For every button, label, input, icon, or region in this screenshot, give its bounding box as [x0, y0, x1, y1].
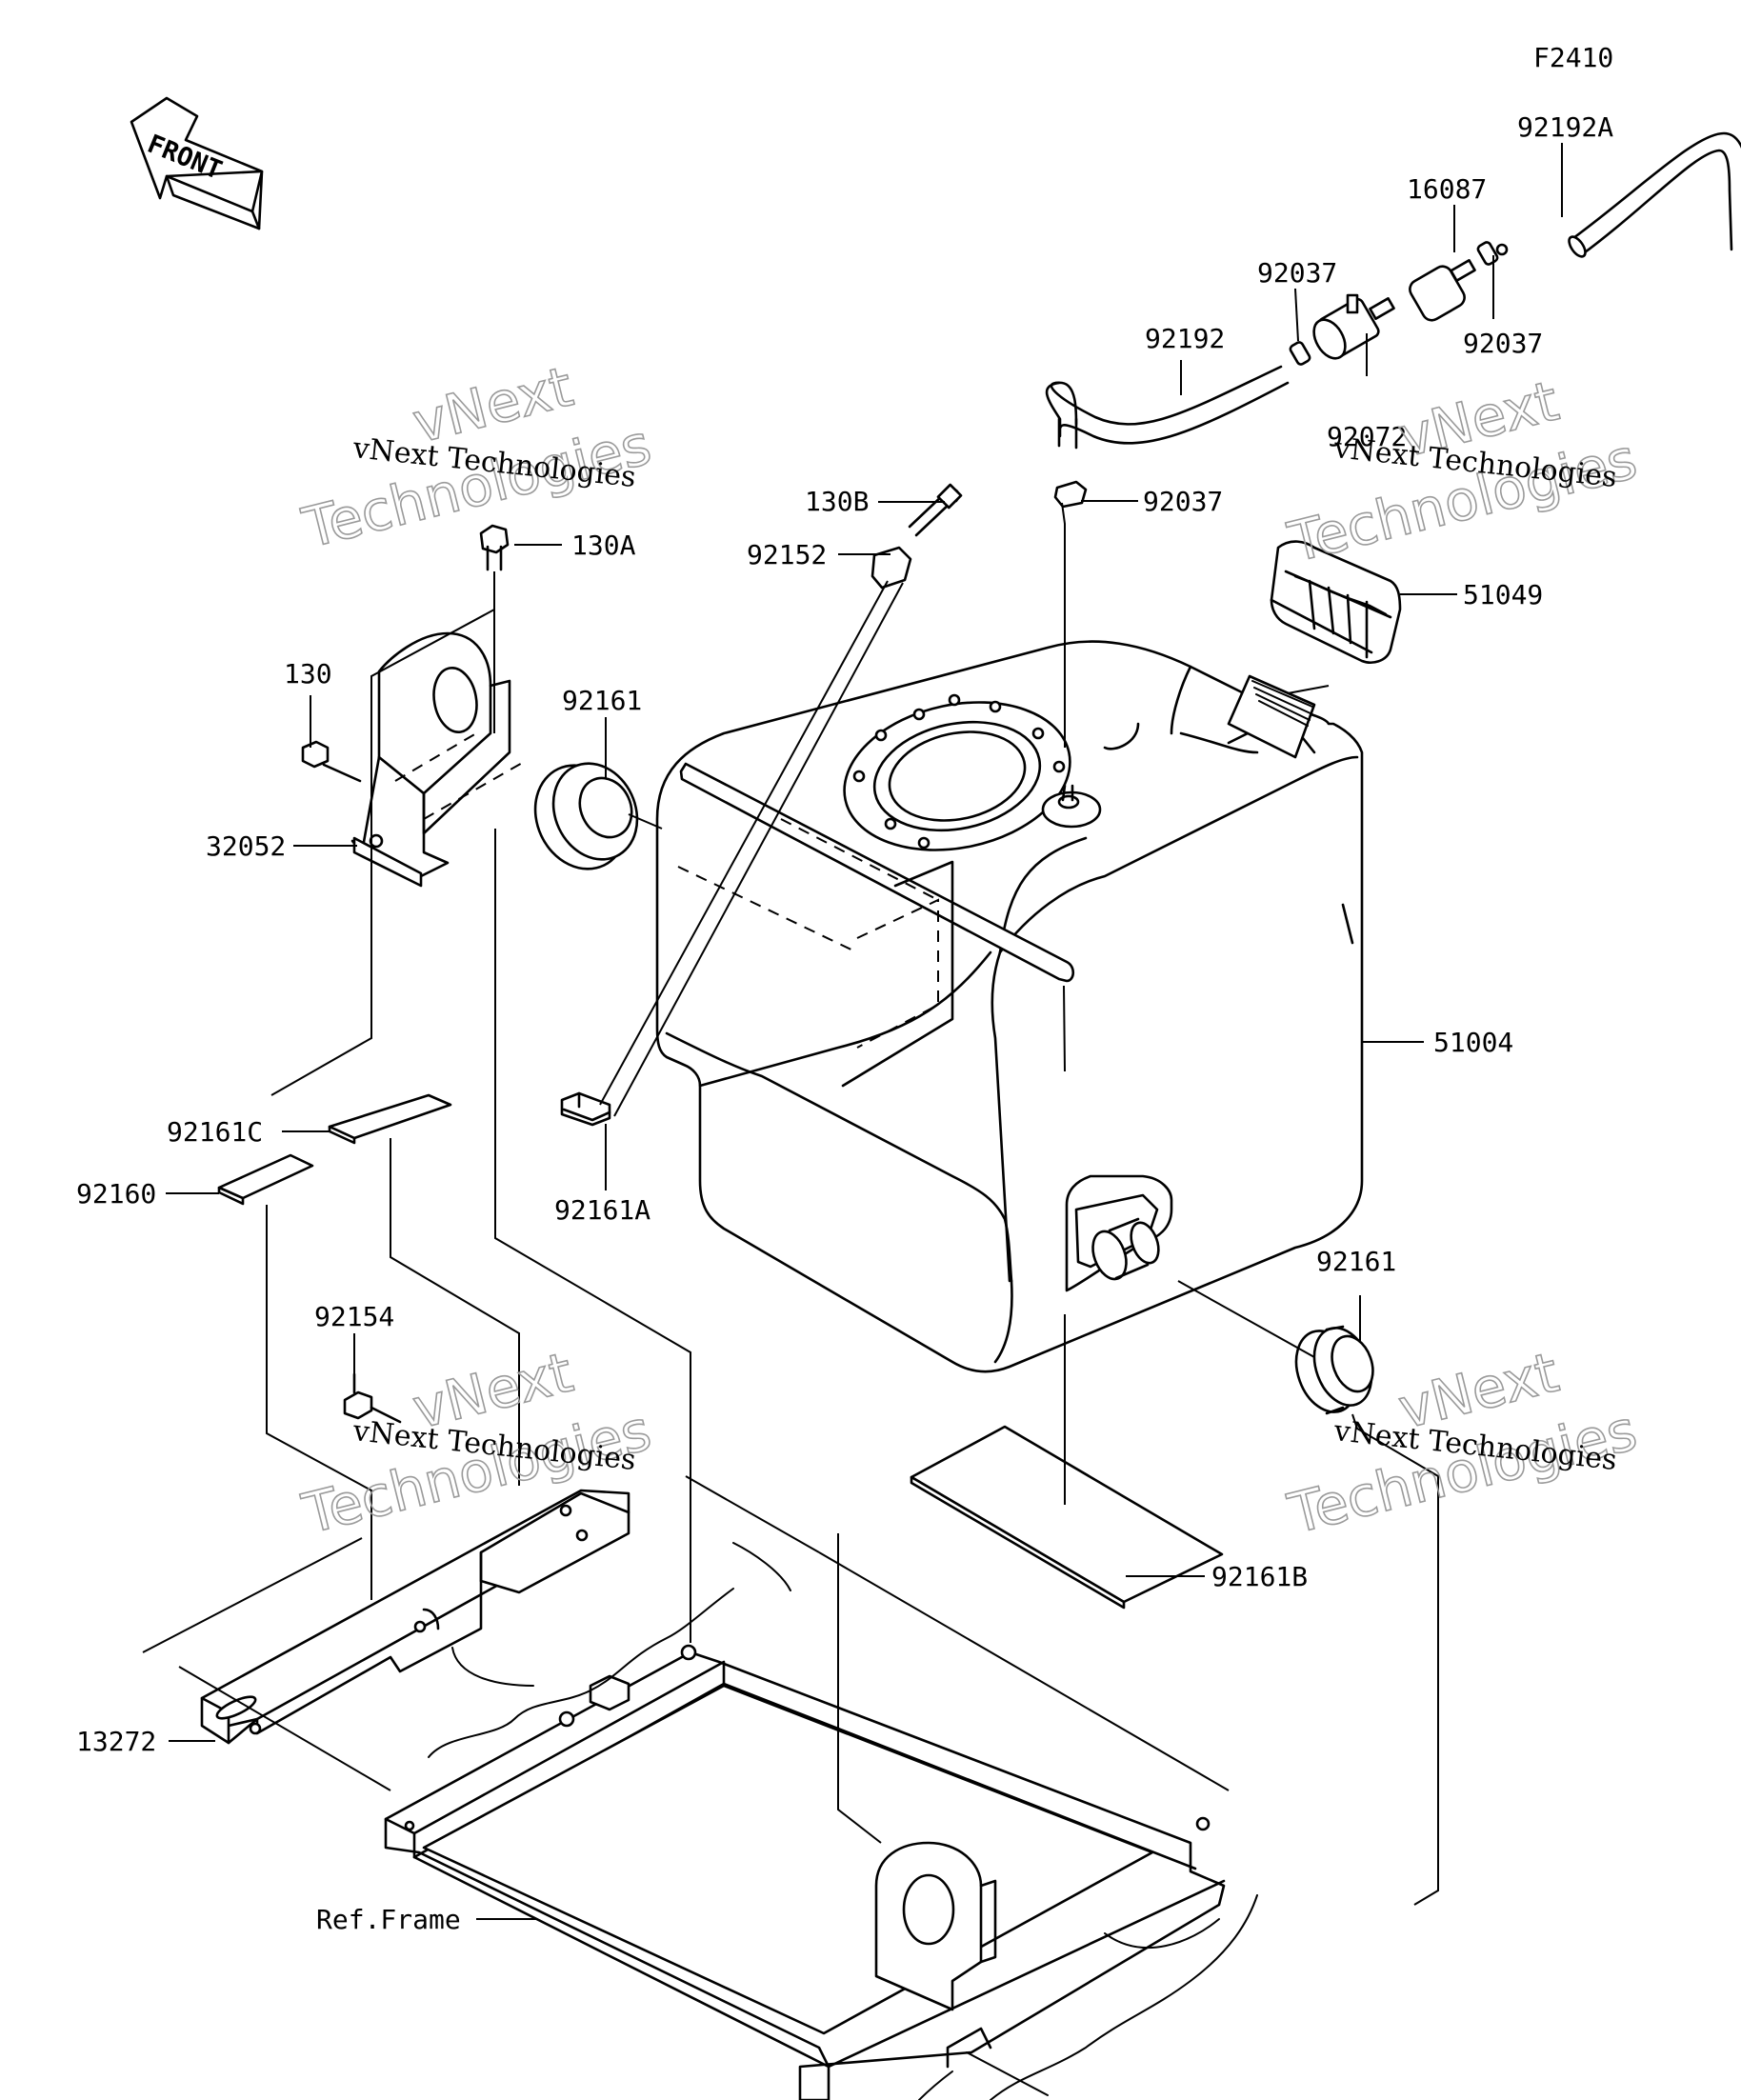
- label-130A: 130A: [571, 530, 636, 561]
- label-92161-b: 92161: [1316, 1246, 1396, 1277]
- fuel-cap-51049: [1270, 540, 1402, 664]
- bracket-13272: [200, 1489, 630, 1745]
- label-92192A: 92192A: [1517, 111, 1613, 143]
- screw-130: [301, 740, 362, 783]
- front-label: FRONT: [143, 130, 226, 186]
- grommet-92161A: [560, 1091, 611, 1127]
- label-130: 130: [284, 658, 332, 690]
- grommet-92161-upper: [533, 762, 639, 870]
- label-51049: 51049: [1463, 579, 1543, 610]
- hose-92192: [1045, 365, 1290, 450]
- fuel-tank-51004: [655, 640, 1364, 1373]
- label-92072: 92072: [1327, 421, 1407, 452]
- label-92161B: 92161B: [1211, 1561, 1308, 1592]
- fuel-filter-16087: [1369, 259, 1476, 322]
- bracket-32052: [350, 631, 525, 888]
- label-92161C: 92161C: [167, 1116, 263, 1148]
- watermark-2: vNext Technologies vNext Technologies: [1281, 368, 1644, 576]
- label-92161A: 92161A: [554, 1194, 650, 1226]
- clamp-92037-mid: [1289, 341, 1311, 366]
- hose-92192A: [1568, 131, 1741, 258]
- clamp-92037-left: [1053, 480, 1088, 509]
- ref-frame: [384, 1542, 1258, 2100]
- label-51004: 51004: [1433, 1027, 1513, 1058]
- screw-130B: [908, 483, 963, 537]
- pad-92161B: [910, 1425, 1224, 1610]
- pad-92161C: [328, 1093, 452, 1145]
- grommet-92161-lower: [1294, 1325, 1374, 1415]
- label-92037-c: 92037: [1143, 486, 1223, 517]
- figure-code: F2410: [1533, 42, 1613, 73]
- bolt-92154: [343, 1372, 402, 1424]
- label-13272: 13272: [76, 1726, 156, 1757]
- label-92152: 92152: [747, 539, 827, 570]
- label-32052: 32052: [206, 830, 286, 862]
- part-labels: 92192A 16087 92037 92192 92037 92072 130…: [76, 111, 1613, 1935]
- label-92160: 92160: [76, 1178, 156, 1210]
- label-ref-frame: Ref.Frame: [316, 1904, 461, 1935]
- callout-leaders: [166, 143, 1563, 1920]
- label-92037-b: 92037: [1463, 328, 1543, 359]
- label-92037-a: 92037: [1257, 257, 1337, 289]
- bushing-92152: [870, 546, 912, 590]
- pad-92160: [217, 1153, 314, 1206]
- clamp-92037-right: [1476, 241, 1509, 266]
- pump-92072: [1312, 293, 1380, 360]
- label-92192: 92192: [1145, 323, 1225, 354]
- exploded-lines: [142, 502, 1439, 1906]
- bolt-130A: [479, 524, 510, 571]
- label-92161-a: 92161: [562, 685, 642, 716]
- label-16087: 16087: [1407, 173, 1487, 205]
- label-130B: 130B: [805, 486, 869, 517]
- label-92154: 92154: [314, 1301, 394, 1332]
- front-arrow-icon: FRONT: [130, 96, 264, 230]
